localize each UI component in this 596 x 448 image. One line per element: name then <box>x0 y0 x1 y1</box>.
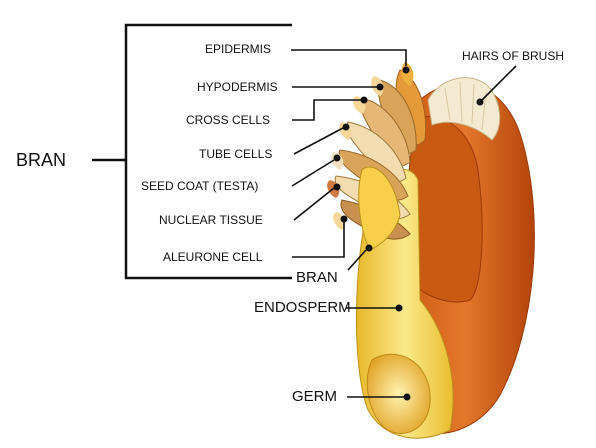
seed-coat-leader <box>292 160 334 186</box>
germ-label: GERM <box>292 389 337 404</box>
hairs-leader <box>482 66 516 100</box>
bran-inner-label: BRAN <box>296 270 338 285</box>
tube-cells-label: TUBE CELLS <box>199 148 272 160</box>
tube-cells-leader <box>294 128 343 154</box>
cross-cells-leader <box>292 100 362 120</box>
epidermis-label: EPIDERMIS <box>205 43 271 55</box>
cross-cells-label: CROSS CELLS <box>186 114 270 126</box>
wheat-kernel <box>327 62 534 438</box>
aleurone-leader <box>292 222 344 257</box>
endosperm-label: ENDOSPERM <box>254 300 351 315</box>
aleurone-cell-label: ALEURONE CELL <box>163 251 262 263</box>
seed-coat-label: SEED COAT (TESTA) <box>141 180 258 192</box>
hypodermis-label: HYPODERMIS <box>197 81 278 93</box>
epidermis-leader <box>291 50 406 66</box>
hairs-of-brush-label: HAIRS OF BRUSH <box>462 50 564 62</box>
nuclear-tissue-label: NUCLEAR TISSUE <box>159 214 263 226</box>
nuclear-tissue-leader <box>294 188 334 220</box>
bran-main-label: BRAN <box>16 151 66 169</box>
